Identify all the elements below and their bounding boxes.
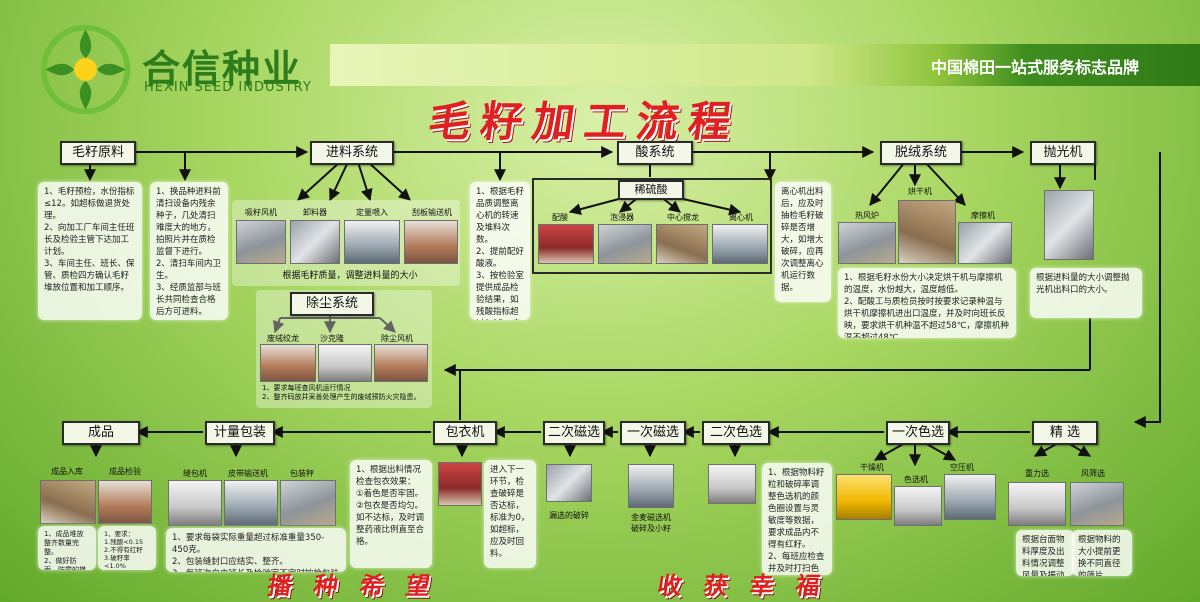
photo-color-sorter-2 [708, 464, 756, 504]
photo-color-sorter [894, 486, 942, 526]
stage-coating-machine: 包衣机 [433, 421, 497, 445]
stage-color-sort-2: 二次色选 [702, 421, 770, 445]
photo-air-compressor [944, 474, 996, 520]
slogan: 中国棉田一站式服务标志品牌 [930, 58, 1139, 77]
note-packing: 1、要求每袋实际重量超过标准重量350-450克。 2、包装缝封口应结实、整齐。… [166, 528, 346, 572]
photo-polish-machine [1044, 190, 1094, 260]
note-polish: 根据进料量的大小调整抛光机出料口的大小。 [1030, 268, 1142, 318]
photo-dust-fan [374, 344, 428, 382]
photo-metering [598, 224, 652, 264]
caption-air-screen: 风筛选 [1081, 469, 1105, 478]
note-color-sort: 1、根据物料籽粒和破碎率调整色选机的颜色圈设置与灵敏度等数据，要求成品内不得有红… [762, 463, 832, 575]
photo-centrifuge [712, 224, 768, 264]
photo-dryer [898, 200, 956, 264]
caption-drier: 干燥机 [860, 463, 884, 472]
photo-waste-lint-auger [260, 344, 316, 382]
caption-unloader: 卸料器 [303, 208, 327, 217]
photo-air-screen [1070, 482, 1124, 526]
caption-acid-mixing: 配酸 [552, 213, 568, 222]
photo-friction-machine [958, 222, 1012, 264]
note-select: 根据台面物料厚度及出料情况调整风量及振动频率 [1016, 530, 1074, 576]
photo-suction-fan [236, 220, 286, 264]
stage-delint-system: 脱绒系统 [880, 141, 962, 165]
photo-bag-sewer [168, 480, 222, 526]
note-raw: 1、毛籽预检，水份指标≤12。如超标做退货处理。 2、向加工厂车间主任班长及检验… [38, 182, 142, 320]
stage-finished-product: 成品 [62, 421, 140, 445]
caption-color-sorter: 色选机 [904, 475, 928, 484]
note-feed-cleaning: 1、换品种进料前清扫设备内残余种子，几处清扫难度大的地方，拍照片并在质检监督下进… [150, 182, 228, 320]
photo-gravity-select [1008, 482, 1066, 526]
photo-drier [836, 474, 892, 520]
photo-coating-machine [438, 462, 482, 506]
note-magnetic-sort: 进入下一环节，检查破碎是否达标，标准为0，如超标，应及时回料。 [484, 460, 536, 568]
caption-dust-fan: 除尘风机 [381, 334, 413, 343]
note-coating: 1、根据出料情况检查包衣效果： ①着色是否牢固。 ②包衣是否均匀。如不达标，及时… [350, 460, 432, 568]
caption-belt-conveyor: 皮带输送机 [228, 469, 268, 478]
photo-packing-scale [280, 480, 336, 526]
photo-cyclone [318, 344, 372, 382]
note-screen: 根据物料的大小提前更换不同直径的筛片。 [1072, 530, 1132, 576]
caption-feed-adjust: 根据毛籽质量，调整进料量的大小 [282, 271, 418, 281]
stage-dilute-sulfuric-acid: 稀硫酸 [618, 180, 684, 200]
caption-cyclone: 沙克隆 [320, 334, 344, 343]
stage-feed-system: 进料系统 [310, 141, 394, 165]
caption-warehouse-in: 成品入库 [51, 467, 83, 476]
caption-suction-fan: 吸籽风机 [245, 208, 277, 217]
caption-magnetic-separator: 金麦磁选机 破碎及小籽 [631, 513, 671, 533]
caption-gravity-select: 重力选 [1025, 469, 1049, 478]
footer-slogan-left: 播种希望 [265, 571, 454, 600]
photo-unloader [290, 220, 340, 264]
hexin-logo-icon [40, 24, 131, 115]
photo-center-auger [656, 224, 708, 264]
photo-inspection [98, 480, 152, 524]
photo-belt-conveyor [224, 480, 278, 526]
note-delint: 1、根据毛籽水份大小决定烘干机与摩擦机的温度，水份越大，温度越低。 2、配酸工与… [838, 268, 1016, 338]
note-product: 1、成品堆放整齐数量完整。 2、做好防雨、防霉的措施。 [38, 526, 96, 570]
caption-waste-lint-auger: 废绒绞龙 [267, 334, 299, 343]
note-acid: 1、根据毛籽品质调整离心机的转速及堆料次数。 2、提前配好酸液。 3、按检验室提… [470, 182, 530, 320]
stage-weigh-pack: 计量包装 [205, 421, 275, 445]
photo-quantitative-feed [344, 220, 400, 264]
caption-packing-scale: 包装秤 [290, 469, 314, 478]
photo-scraper-conveyor [404, 220, 458, 264]
caption-quantitative-feed: 定量喂入 [356, 208, 388, 217]
caption-dryer: 烘干机 [908, 187, 932, 196]
caption-scraper-conveyor: 刮板输送机 [412, 208, 452, 217]
caption-bag-sewer: 缝包机 [183, 469, 207, 478]
stage-acid-system: 酸系统 [617, 141, 693, 165]
footer-slogan-right: 收获幸福 [655, 571, 844, 600]
photo-broken-seed [546, 464, 592, 502]
caption-friction-machine: 摩擦机 [971, 211, 995, 220]
stage-magnetic-sort-1: 一次磁选 [620, 421, 686, 445]
caption-center-auger: 中心搅龙 [667, 213, 699, 222]
acid-equipment-frame [532, 178, 772, 274]
photo-acid-mixing [538, 224, 594, 264]
header-color-bar [330, 44, 1200, 86]
caption-metering: 泡浸器 [610, 213, 634, 222]
brand-name-cn: 合信种业 [142, 47, 303, 91]
photo-hot-air-furnace [838, 222, 896, 264]
note-product-standards: 1、要求： 1.残酸<0.15 2.不得有红籽 3.破籽率<1.0% 4.药肥混… [98, 526, 156, 570]
note-centrifuge: 离心机出料后，应及时抽检毛籽破碎是否增大，如增大破碎，应再次调整离心机运行数据。 [775, 182, 831, 302]
stage-color-sort-1: 一次色选 [886, 421, 950, 445]
stage-polish-machine: 抛光机 [1030, 141, 1096, 165]
stage-dust-removal: 除尘系统 [290, 292, 374, 316]
caption-broken-seed: 漏选的破碎 [549, 511, 589, 520]
stage-magnetic-sort-2: 二次磁选 [543, 421, 605, 445]
caption-centrifuge: 离心机 [729, 213, 753, 222]
brand-name-en: HEXIN SEED INDUSTRY [144, 80, 312, 95]
caption-hot-air-furnace: 热风炉 [855, 211, 879, 220]
stage-raw-cotton-seed: 毛籽原料 [60, 141, 136, 165]
note-dust: 1、要求每班查风机运行情况 2、整齐码放并采善处理产生的废绒预防火灾隐患。 [262, 384, 421, 401]
stage-fine-selection: 精 选 [1032, 421, 1098, 445]
caption-air-compressor: 空压机 [950, 463, 974, 472]
photo-warehouse [40, 480, 96, 524]
photo-magnetic-separator [628, 464, 674, 508]
caption-product-inspect: 成品检验 [109, 467, 141, 476]
